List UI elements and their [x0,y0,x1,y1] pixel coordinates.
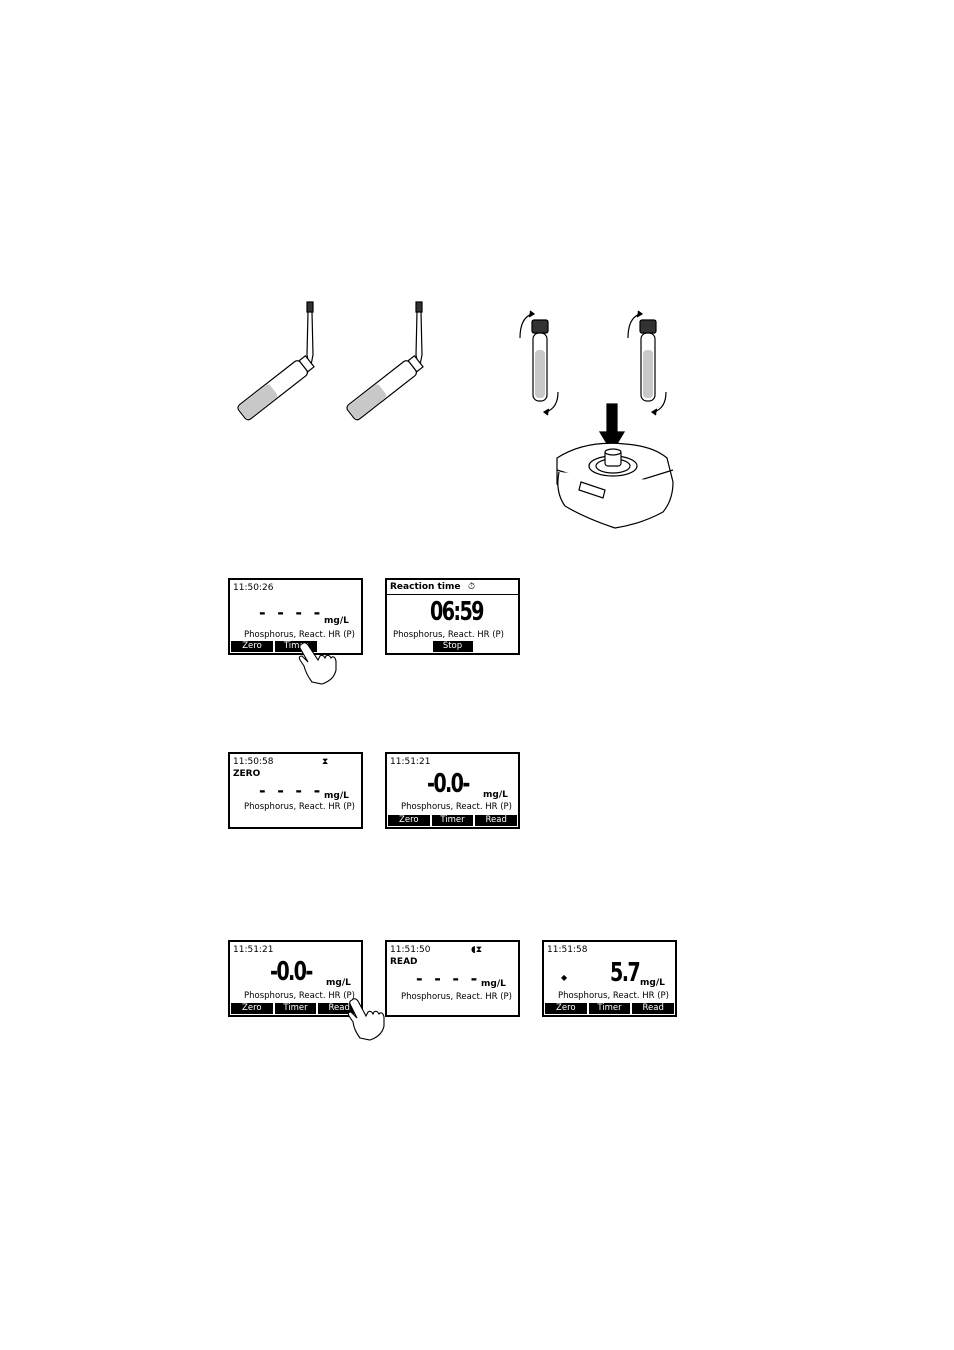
clock-time: 11:51:21 [390,757,431,767]
read-softkey[interactable]: Read [475,815,518,826]
softkey-bar: Zero Timer Read [545,1003,675,1014]
lcd-screen-result: 11:51:58 ◆ 5.7 mg/L Phosphorus, React. H… [542,940,677,1017]
timer-softkey[interactable]: Timer [274,1003,317,1014]
hourglass-icon: ⧗ [322,757,329,767]
timer-softkey[interactable]: Timer [588,1003,631,1014]
lcd-screen-reading: 11:51:50 ◖⧗ READ - - - - mg/L Phosphorus… [385,940,520,1017]
status-label: READ [390,957,418,967]
zero-softkey[interactable]: Zero [231,1003,273,1014]
lcd-screen-zeroing: 11:50:58 ⧗ ZERO - - - - mg/L Phosphorus,… [228,752,363,829]
unit-label: mg/L [324,616,349,626]
stop-softkey[interactable]: Stop [432,641,473,652]
clock-time: 11:51:58 [547,945,588,955]
unit-label: mg/L [326,978,351,988]
softkey-bar: Stop [388,641,517,652]
parameter-label: Phosphorus, React. HR (P) [244,802,355,812]
timer-softkey[interactable]: Timer [275,641,317,652]
countdown-value: 06:59 [430,597,485,627]
clock-time: 11:51:50 [390,945,431,955]
clock-time: 11:50:26 [233,583,274,593]
stopwatch-icon: ⏱ [468,582,476,592]
reading-value: -0.0- [427,769,470,799]
parameter-label: Phosphorus, React. HR (P) [558,991,669,1001]
parameter-label: Phosphorus, React. HR (P) [393,630,504,640]
zero-softkey[interactable]: Zero [388,815,430,826]
pointing-hand-icon [298,642,337,685]
lcd-screen-zero-result: 11:51:21 -0.0- mg/L Phosphorus, React. H… [385,752,520,829]
unit-label: mg/L [483,790,508,800]
lcd-screen-timer-prompt: 11:50:26 - - - - mg/L Phosphorus, React.… [228,578,363,655]
reading-dashes: - - - - [259,781,324,800]
screen-header: Reaction time ⏱ [387,580,518,595]
lcd-screen-read-prompt: 11:51:21 -0.0- mg/L Phosphorus, React. H… [228,940,363,1017]
pipette-vial-illustration-2 [346,301,424,421]
softkey-bar: Zero Timer [231,641,317,652]
zero-softkey[interactable]: Zero [231,641,273,652]
lamp-hourglass-icon: ◖⧗ [471,945,483,955]
lcd-screen-reaction-timer: Reaction time ⏱ 06:59 Phosphorus, React.… [385,578,520,655]
vial-inversion-illustration-2 [627,310,667,416]
unit-label: mg/L [481,979,506,989]
clock-time: 11:51:21 [233,945,274,955]
pointing-hand-icon [347,998,385,1041]
unit-label: mg/L [324,791,349,801]
reading-value: -0.0- [270,957,313,987]
parameter-label: Phosphorus, React. HR (P) [244,630,355,640]
meter-insert-illustration [556,403,674,529]
screen-title: Reaction time [390,582,461,592]
parameter-label: Phosphorus, React. HR (P) [244,991,355,1001]
vial-inversion-illustration-1 [519,310,559,416]
pipette-vial-illustration-1 [237,301,315,421]
reading-value: 5.7 [610,958,641,988]
zero-softkey[interactable]: Zero [545,1003,587,1014]
up-down-arrows-icon: ◆ [561,973,568,982]
unit-label: mg/L [640,978,665,988]
parameter-label: Phosphorus, React. HR (P) [401,802,512,812]
softkey-bar: Zero Timer Read [388,815,518,826]
timer-softkey[interactable]: Timer [431,815,474,826]
clock-time: 11:50:58 [233,757,274,767]
read-softkey[interactable]: Read [318,1003,361,1014]
parameter-label: Phosphorus, React. HR (P) [401,992,512,1002]
read-softkey[interactable]: Read [632,1003,675,1014]
status-label: ZERO [233,769,261,779]
reading-dashes: - - - - [416,969,481,988]
reading-dashes: - - - - [259,603,324,622]
softkey-bar: Zero Timer Read [231,1003,361,1014]
